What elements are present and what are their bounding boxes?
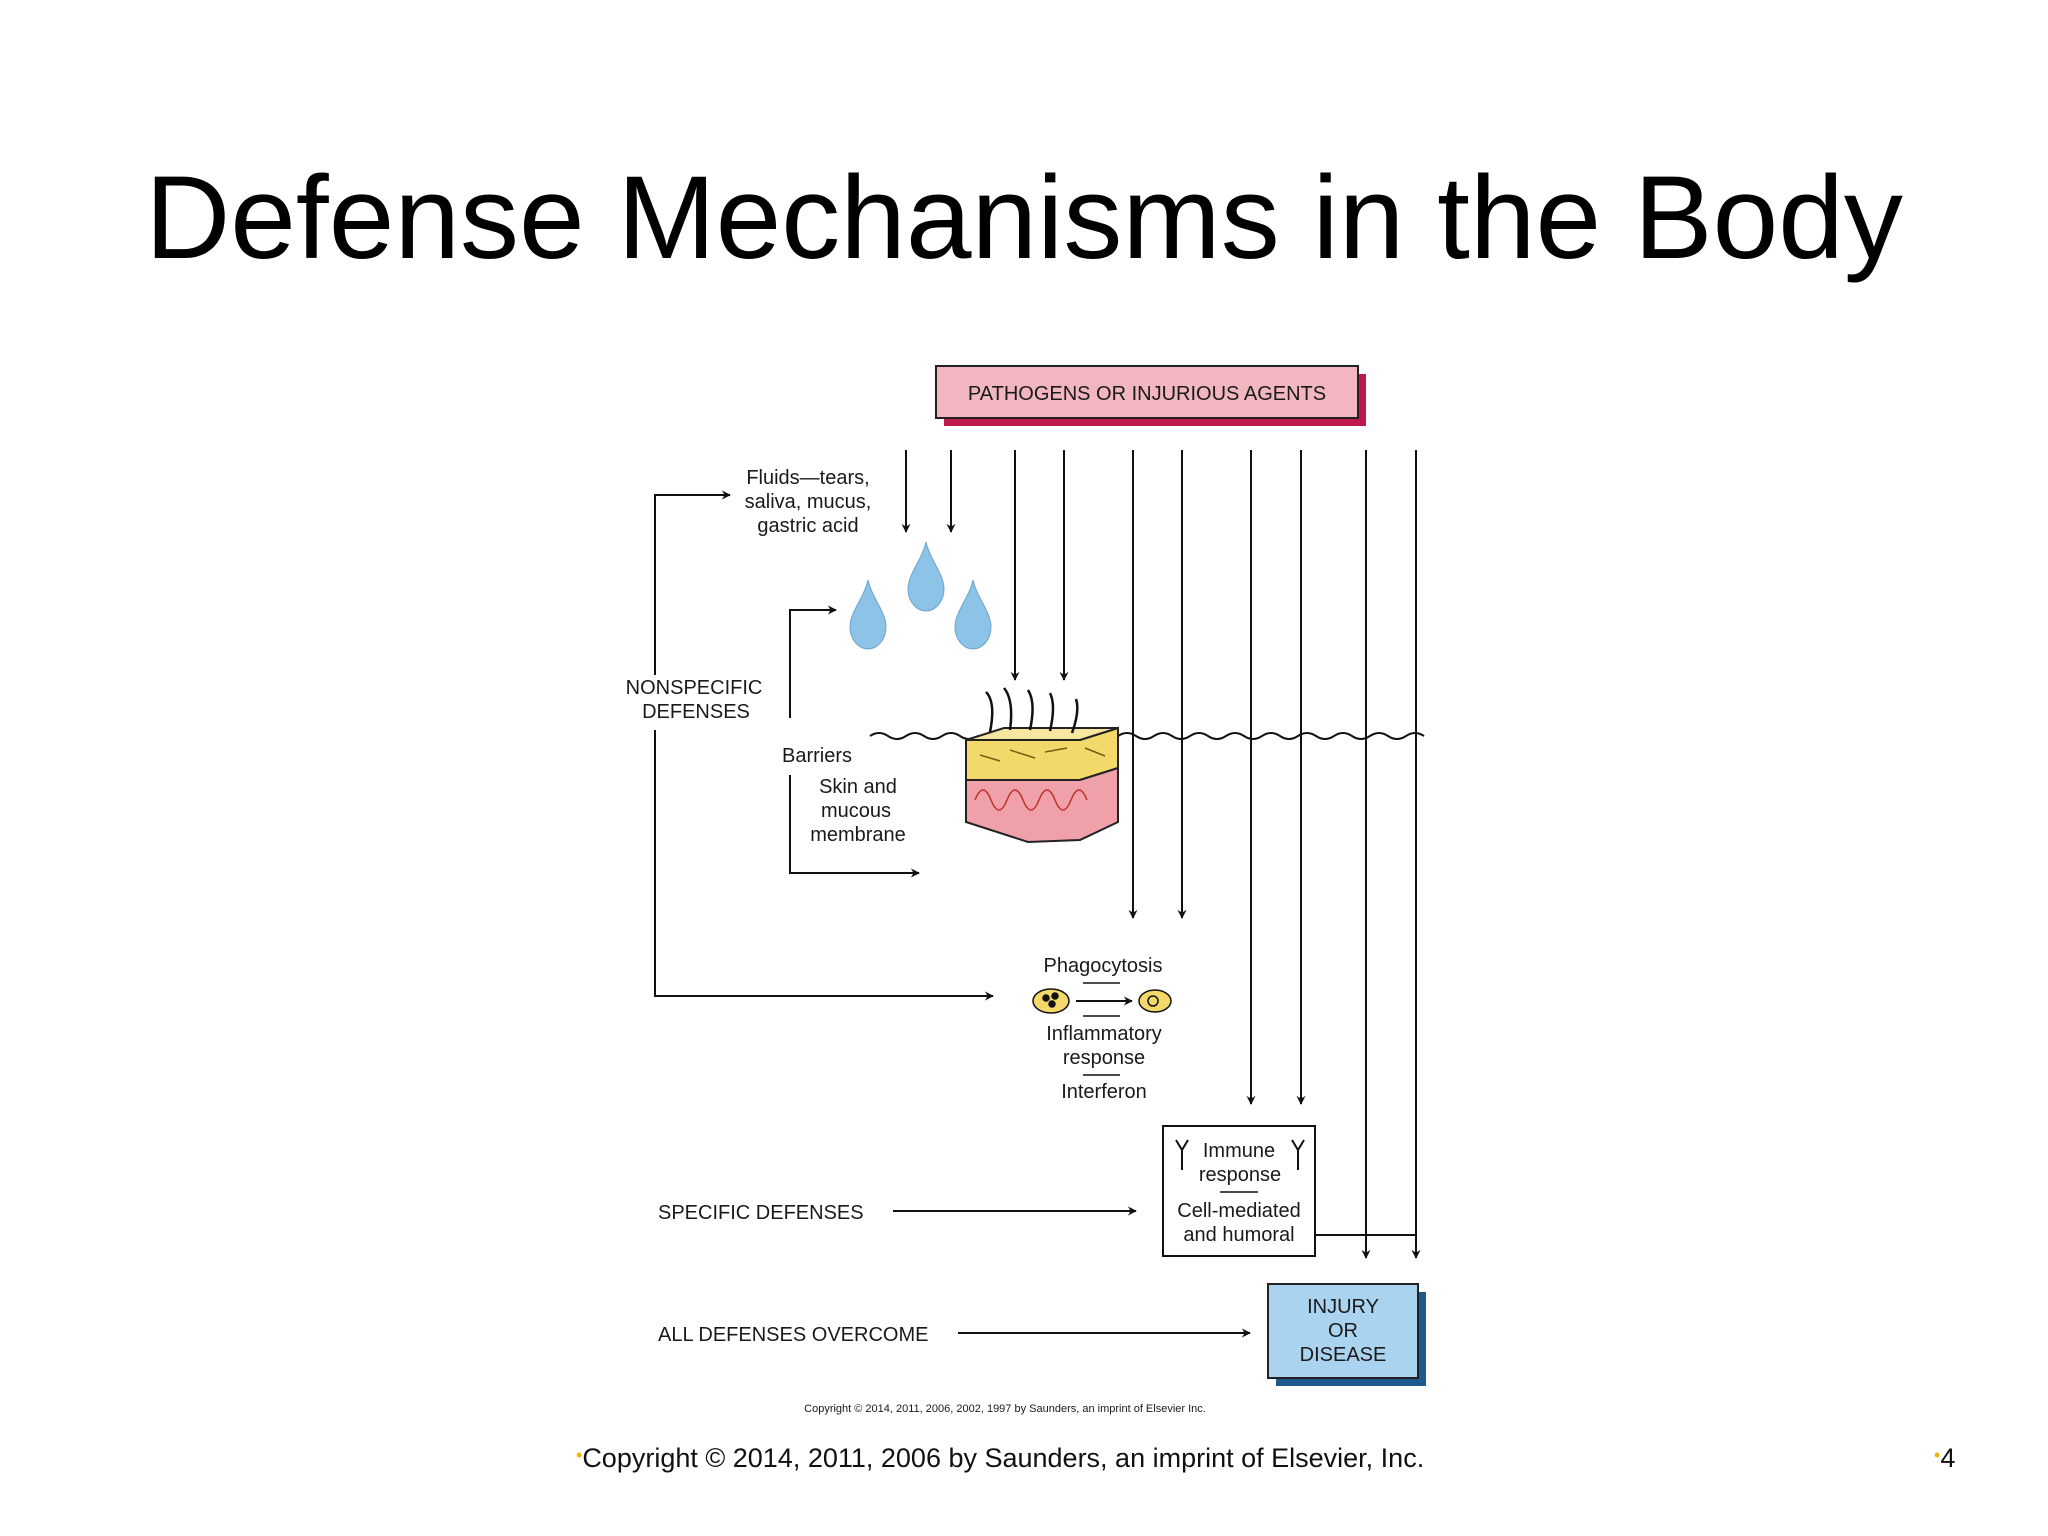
bullet-icon: • [576,1445,583,1465]
all-defenses-overcome-label: ALL DEFENSES OVERCOME [658,1324,928,1346]
fluids-line-3: gastric acid [757,515,858,537]
antibody-icon [1291,1139,1305,1170]
antibody-icon [1175,1139,1189,1170]
slide-title: Defense Mechanisms in the Body [145,152,1903,284]
specific-defenses-label: SPECIFIC DEFENSES [658,1202,864,1224]
injury-disease-box: INJURY OR DISEASE [1267,1283,1426,1386]
injury-line-2: OR [1328,1320,1358,1342]
footer-copyright-wrap: •Copyright © 2014, 2011, 2006 by Saunder… [576,1443,1424,1474]
inflammatory-line-2: response [1063,1047,1145,1069]
pathogens-box: PATHOGENS OR INJURIOUS AGENTS [935,365,1366,426]
fluids-line-1: Fluids—tears, [746,467,869,489]
skin-line-1: Skin and [819,776,897,798]
interferon-label: Interferon [1061,1081,1147,1103]
nonspecific-line-1: NONSPECIFIC [626,677,763,699]
injury-line-1: INJURY [1307,1296,1379,1318]
immune-line-2: response [1199,1164,1281,1186]
nonspecific-bracket [654,490,994,1001]
inflammatory-line-1: Inflammatory [1046,1023,1162,1045]
bullet-icon: • [1934,1445,1941,1465]
pathogen-arrows [901,450,1421,1259]
footer-copyright: Copyright © 2014, 2011, 2006 by Saunders… [582,1443,1425,1473]
phagocytosis-label: Phagocytosis [1044,955,1163,977]
skin-line-3: membrane [810,824,906,846]
immune-response-box: Immune response Cell-mediated and humora… [1162,1125,1316,1257]
fluids-line-2: saliva, mucus, [745,491,872,513]
page-number: 4 [1940,1443,1956,1473]
barriers-label: Barriers [782,745,852,767]
body-surface-line [869,732,1425,740]
figure-copyright: Copyright © 2014, 2011, 2006, 2002, 1997… [804,1403,1206,1415]
cell-mediated-line-1: Cell-mediated [1177,1200,1300,1222]
injury-line-3: DISEASE [1300,1344,1387,1366]
nonspecific-line-2: DEFENSES [642,701,750,723]
skin-block-icon [965,687,1119,844]
immune-line-1: Immune [1203,1140,1275,1162]
phagocyte-cell-icon [1032,988,1172,1014]
pathogens-label: PATHOGENS OR INJURIOUS AGENTS [968,383,1326,405]
page-number-wrap: •4 [1934,1443,1955,1474]
water-drops-icon [849,541,992,650]
skin-line-2: mucous [821,800,891,822]
cell-mediated-line-2: and humoral [1183,1224,1294,1246]
